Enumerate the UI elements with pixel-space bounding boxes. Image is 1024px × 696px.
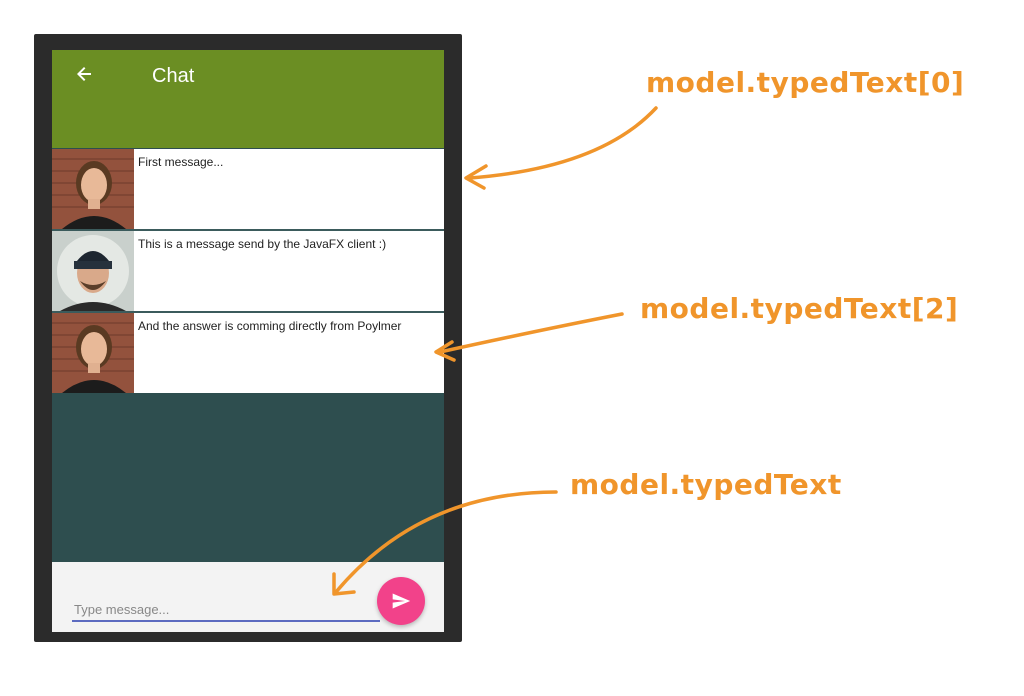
message-item: And the answer is comming directly from …: [52, 313, 444, 393]
annotation-typed-text-0: model.typedText[0]: [646, 66, 965, 99]
annotation-typed-text-2: model.typedText[2]: [640, 292, 959, 325]
message-divider: [52, 311, 444, 313]
send-icon: [392, 593, 411, 609]
woman-avatar: [52, 149, 134, 229]
message-text: First message...: [138, 155, 224, 169]
page-title: Chat: [152, 65, 195, 87]
send-button[interactable]: [377, 577, 425, 625]
chat-screen: Chat First message...: [52, 50, 444, 632]
composer-bar: [52, 562, 444, 632]
arrow-head-0: [464, 164, 488, 190]
app-bar: Chat: [52, 50, 444, 148]
man-beanie-avatar: [52, 231, 134, 311]
message-divider: [52, 229, 444, 231]
woman-avatar: [52, 313, 134, 393]
message-item: This is a message send by the JavaFX cli…: [52, 231, 444, 311]
message-text: And the answer is comming directly from …: [138, 319, 402, 333]
message-input[interactable]: [72, 598, 380, 622]
arrow-head-2: [434, 340, 456, 362]
arrow-to-input: [334, 490, 558, 594]
message-item: First message...: [52, 149, 444, 229]
annotation-typed-text: model.typedText: [570, 468, 842, 501]
arrow-to-message-2: [438, 312, 624, 354]
message-text: This is a message send by the JavaFX cli…: [138, 237, 387, 251]
arrow-head-input: [332, 572, 356, 596]
arrow-back-icon: [77, 67, 91, 81]
arrow-to-message-0: [468, 106, 658, 180]
back-button[interactable]: [72, 62, 96, 86]
